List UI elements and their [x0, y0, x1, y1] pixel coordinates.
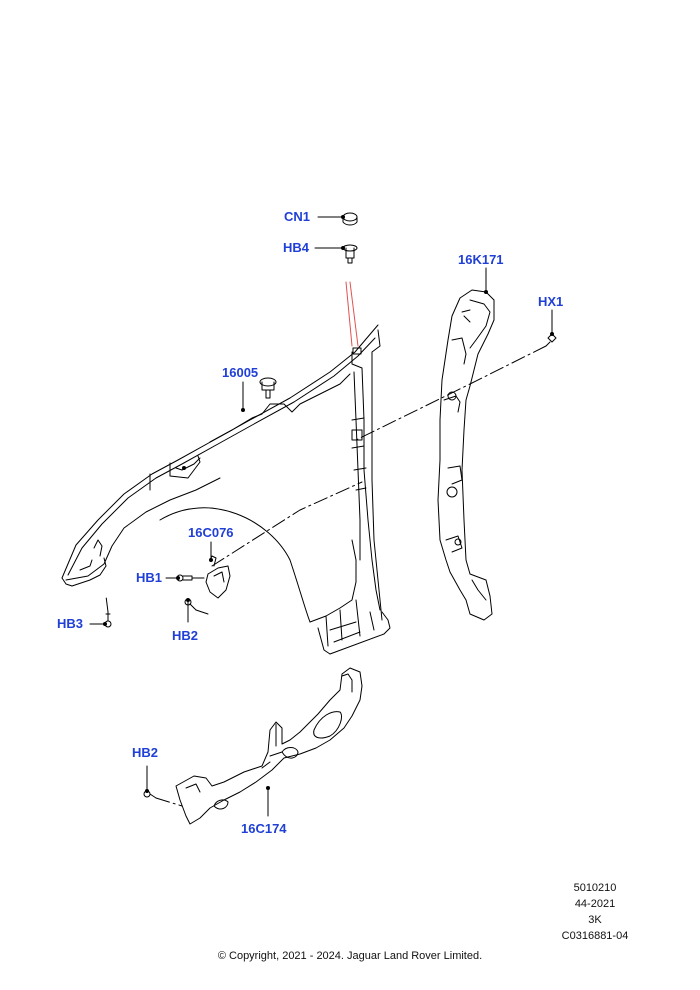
callout-16005: 16005	[222, 365, 259, 380]
callout-16k171: 16K171	[458, 252, 504, 267]
leader-dots	[103, 215, 554, 793]
fender-bolt	[259, 377, 277, 399]
callout-hb4: HB4	[283, 240, 310, 255]
cn1-clip	[342, 212, 358, 226]
reference-line-1: 5010210	[573, 882, 617, 894]
reference-line-4: C0316881-04	[561, 930, 629, 942]
callout-hb2-lower: HB2	[132, 745, 159, 760]
callout-16c174: 16C174	[241, 821, 287, 836]
callout-cn1: CN1	[284, 209, 311, 224]
reference-line-3: 3K	[588, 914, 602, 926]
front-fender-part	[61, 324, 391, 655]
assembly-lines	[105, 345, 547, 807]
reference-block: 5010210 44-2021 3K C0316881-04	[550, 880, 640, 944]
callout-hb2-upper: HB2	[172, 628, 199, 643]
callout-hb3: HB3	[57, 616, 84, 631]
callout-16c076: 16C076	[188, 525, 234, 540]
leader-lines	[89, 216, 553, 817]
hx1-screw	[545, 333, 557, 347]
fender-mounting-bracket-part	[437, 289, 495, 621]
lower-splash-shield-part	[175, 667, 363, 825]
red-leader-lines	[345, 281, 359, 347]
hb4-bolt	[342, 244, 358, 264]
callout-hb1: HB1	[136, 570, 163, 585]
reference-line-2: 44-2021	[574, 898, 616, 910]
copyright-notice: © Copyright, 2021 - 2024. Jaguar Land Ro…	[217, 950, 483, 962]
callout-hx1: HX1	[538, 294, 564, 309]
